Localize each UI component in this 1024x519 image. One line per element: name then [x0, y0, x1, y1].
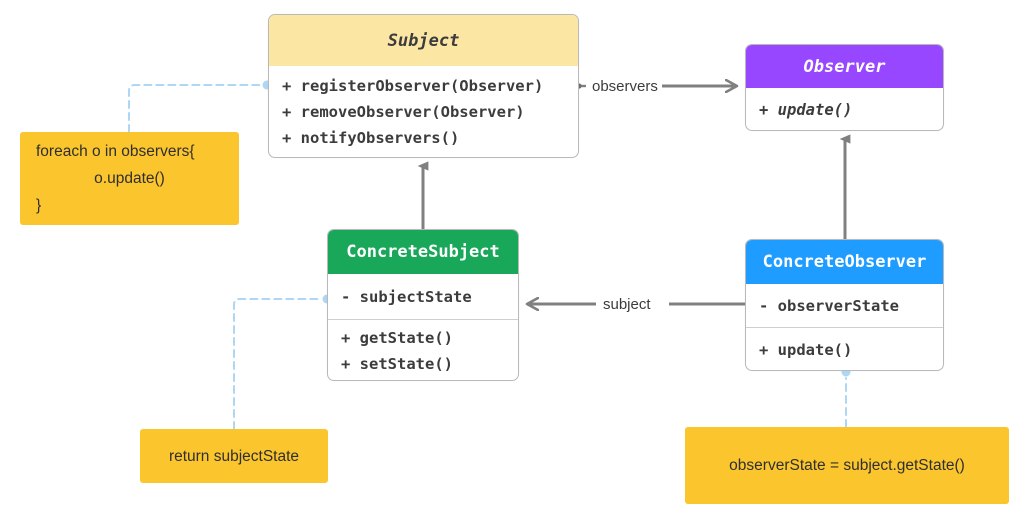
note-line: observerState = subject.getState(): [729, 457, 965, 474]
edge-label-observers: observers: [588, 78, 662, 95]
operations-compartment: + getState() + setState(): [328, 319, 518, 380]
attributes-compartment: - subjectState: [328, 274, 518, 319]
operations-compartment: + update(): [746, 327, 943, 370]
class-name-concrete-subject: ConcreteSubject: [328, 230, 518, 274]
note-line: return subjectState: [168, 447, 300, 465]
class-name-observer: Observer: [746, 45, 943, 88]
operation-set-state: + setState(): [341, 354, 453, 373]
note-observer-state-assignment[interactable]: observerState = subject.getState(): [685, 427, 1009, 504]
edge-label-subject: subject: [599, 296, 655, 313]
operation-register-observer: + registerObserver(Observer): [282, 77, 544, 95]
note-connector-return-subjectstate: [233, 294, 332, 430]
attribute-observer-state: - observerState: [759, 296, 899, 315]
class-name-concrete-observer: ConcreteObserver: [746, 240, 943, 284]
operation-notify-observers: + notifyObservers(): [282, 129, 460, 147]
operation-get-state: + getState(): [341, 328, 453, 347]
operation-update: + update(): [759, 340, 853, 359]
class-box-subject[interactable]: Subject + registerObserver(Observer) + r…: [268, 14, 579, 158]
note-line: foreach o in observers{: [36, 143, 195, 160]
attributes-compartment: - observerState: [746, 284, 943, 327]
operations-compartment: + update(): [746, 88, 943, 130]
operation-remove-observer: + removeObserver(Observer): [282, 103, 525, 121]
operations-compartment: + registerObserver(Observer) + removeObs…: [269, 66, 578, 157]
note-foreach-observers[interactable]: foreach o in observers{ o.update() }: [20, 132, 239, 225]
note-return-subject-state[interactable]: return subjectState: [140, 429, 328, 483]
class-box-concrete-observer[interactable]: ConcreteObserver - observerState + updat…: [745, 239, 944, 371]
note-line: }: [36, 197, 42, 214]
class-box-observer[interactable]: Observer + update(): [745, 44, 944, 131]
attribute-subject-state: - subjectState: [341, 287, 472, 306]
note-connector-foreach: [128, 80, 272, 133]
class-name-subject: Subject: [269, 15, 578, 66]
class-box-concrete-subject[interactable]: ConcreteSubject - subjectState + getStat…: [327, 229, 519, 381]
operation-update: + update(): [759, 100, 853, 119]
note-line: o.update(): [94, 170, 165, 187]
note-connector-observerstate: [841, 367, 851, 428]
